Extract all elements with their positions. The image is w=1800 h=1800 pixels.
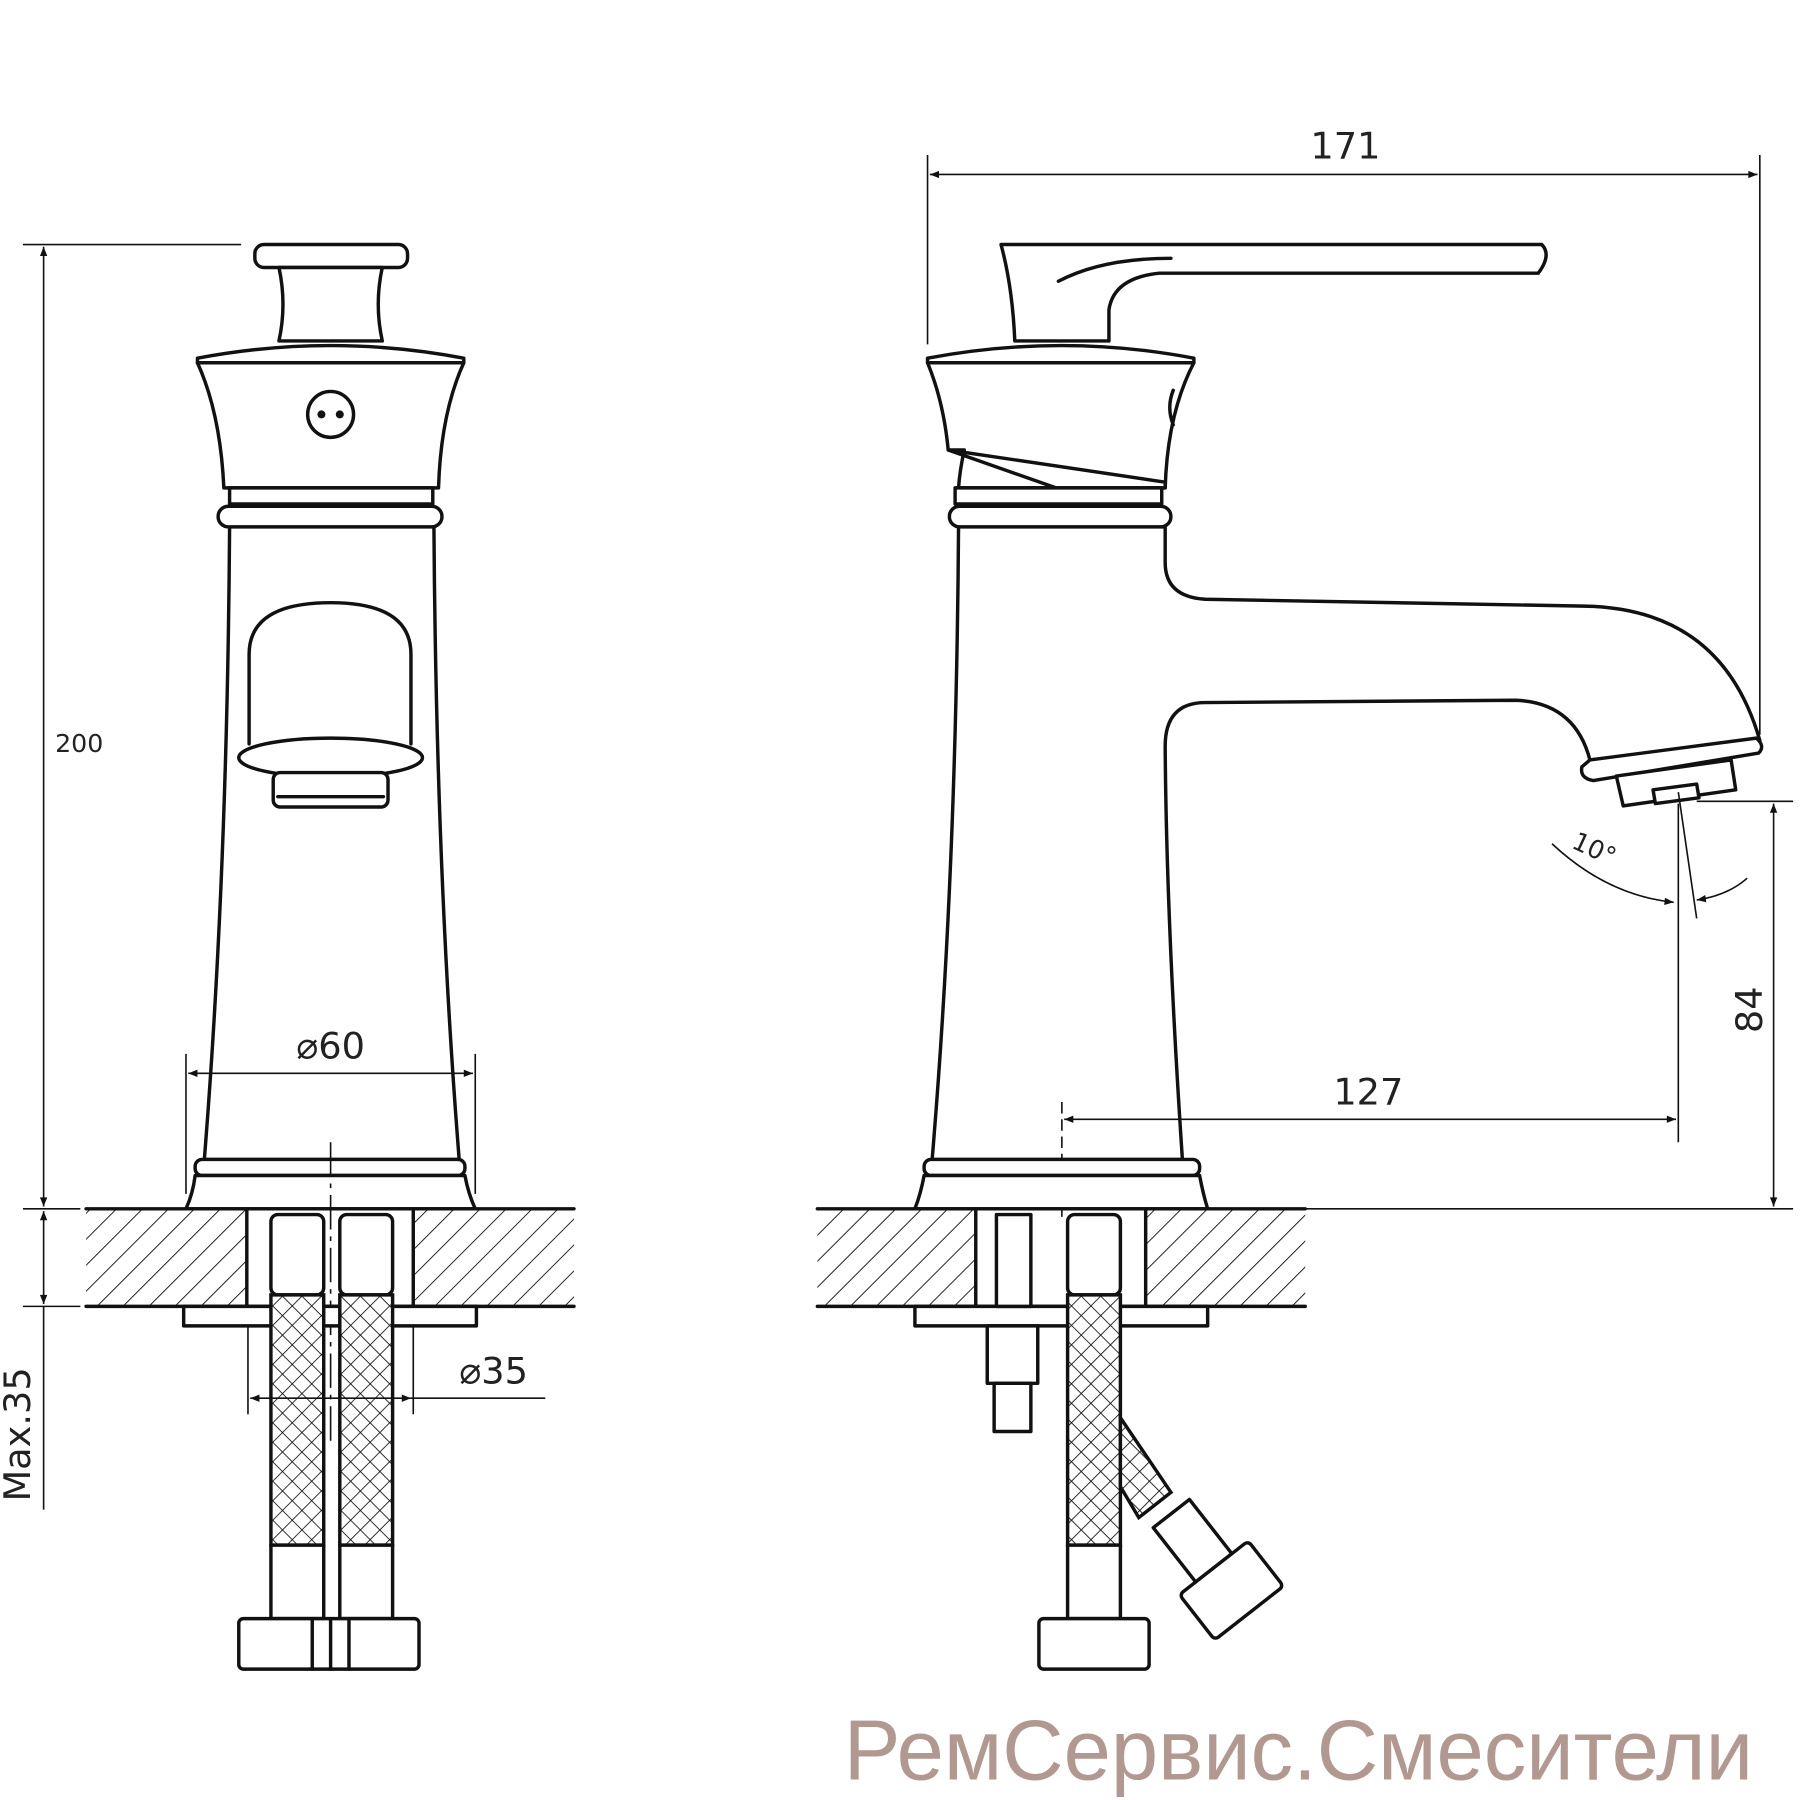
dimension-base-diameter: ⌀60 (185, 1024, 477, 1194)
side-view: 171 10° (815, 124, 1794, 1671)
spout-tip-side (1579, 736, 1764, 808)
dimension-height: 200 (22, 243, 242, 1210)
spout-front (237, 600, 425, 809)
watermark: РемСервис.Смесители (844, 1702, 1753, 1797)
indicator-icon (305, 389, 356, 440)
spout-height-label: 84 (1728, 986, 1771, 1033)
front-view: 200 (0, 242, 576, 1671)
lever-side (999, 242, 1548, 343)
base-side (913, 1157, 1210, 1211)
dimension-max-thickness: Max.35 (0, 1211, 81, 1510)
dimension-spout-height: 84 (1207, 800, 1794, 1210)
supply-hoses-front (237, 1212, 421, 1671)
handle-front (253, 242, 410, 343)
dimension-reach: 127 (1061, 1070, 1677, 1217)
mounting-plate (181, 1304, 479, 1328)
dimension-length: 171 (926, 124, 1761, 735)
dimension-spout-angle: 10° (1551, 791, 1748, 1143)
supply-hoses-side (985, 1212, 1284, 1671)
cartridge-housing-side (925, 343, 1196, 529)
hole-diameter-label: ⌀35 (459, 1349, 528, 1392)
dimension-hole-diameter: ⌀35 (247, 1325, 546, 1415)
length-label: 171 (1310, 124, 1380, 167)
base-diameter-label: ⌀60 (296, 1024, 365, 1067)
cartridge-housing-front (195, 343, 466, 529)
height-label: 200 (55, 729, 103, 758)
reach-label: 127 (1333, 1070, 1403, 1113)
max-thickness-label: Max.35 (0, 1367, 39, 1501)
countertop-side (815, 1207, 1307, 1328)
countertop-front (84, 1207, 576, 1328)
angle-label: 10° (1568, 826, 1621, 871)
body-side (930, 525, 1762, 1162)
